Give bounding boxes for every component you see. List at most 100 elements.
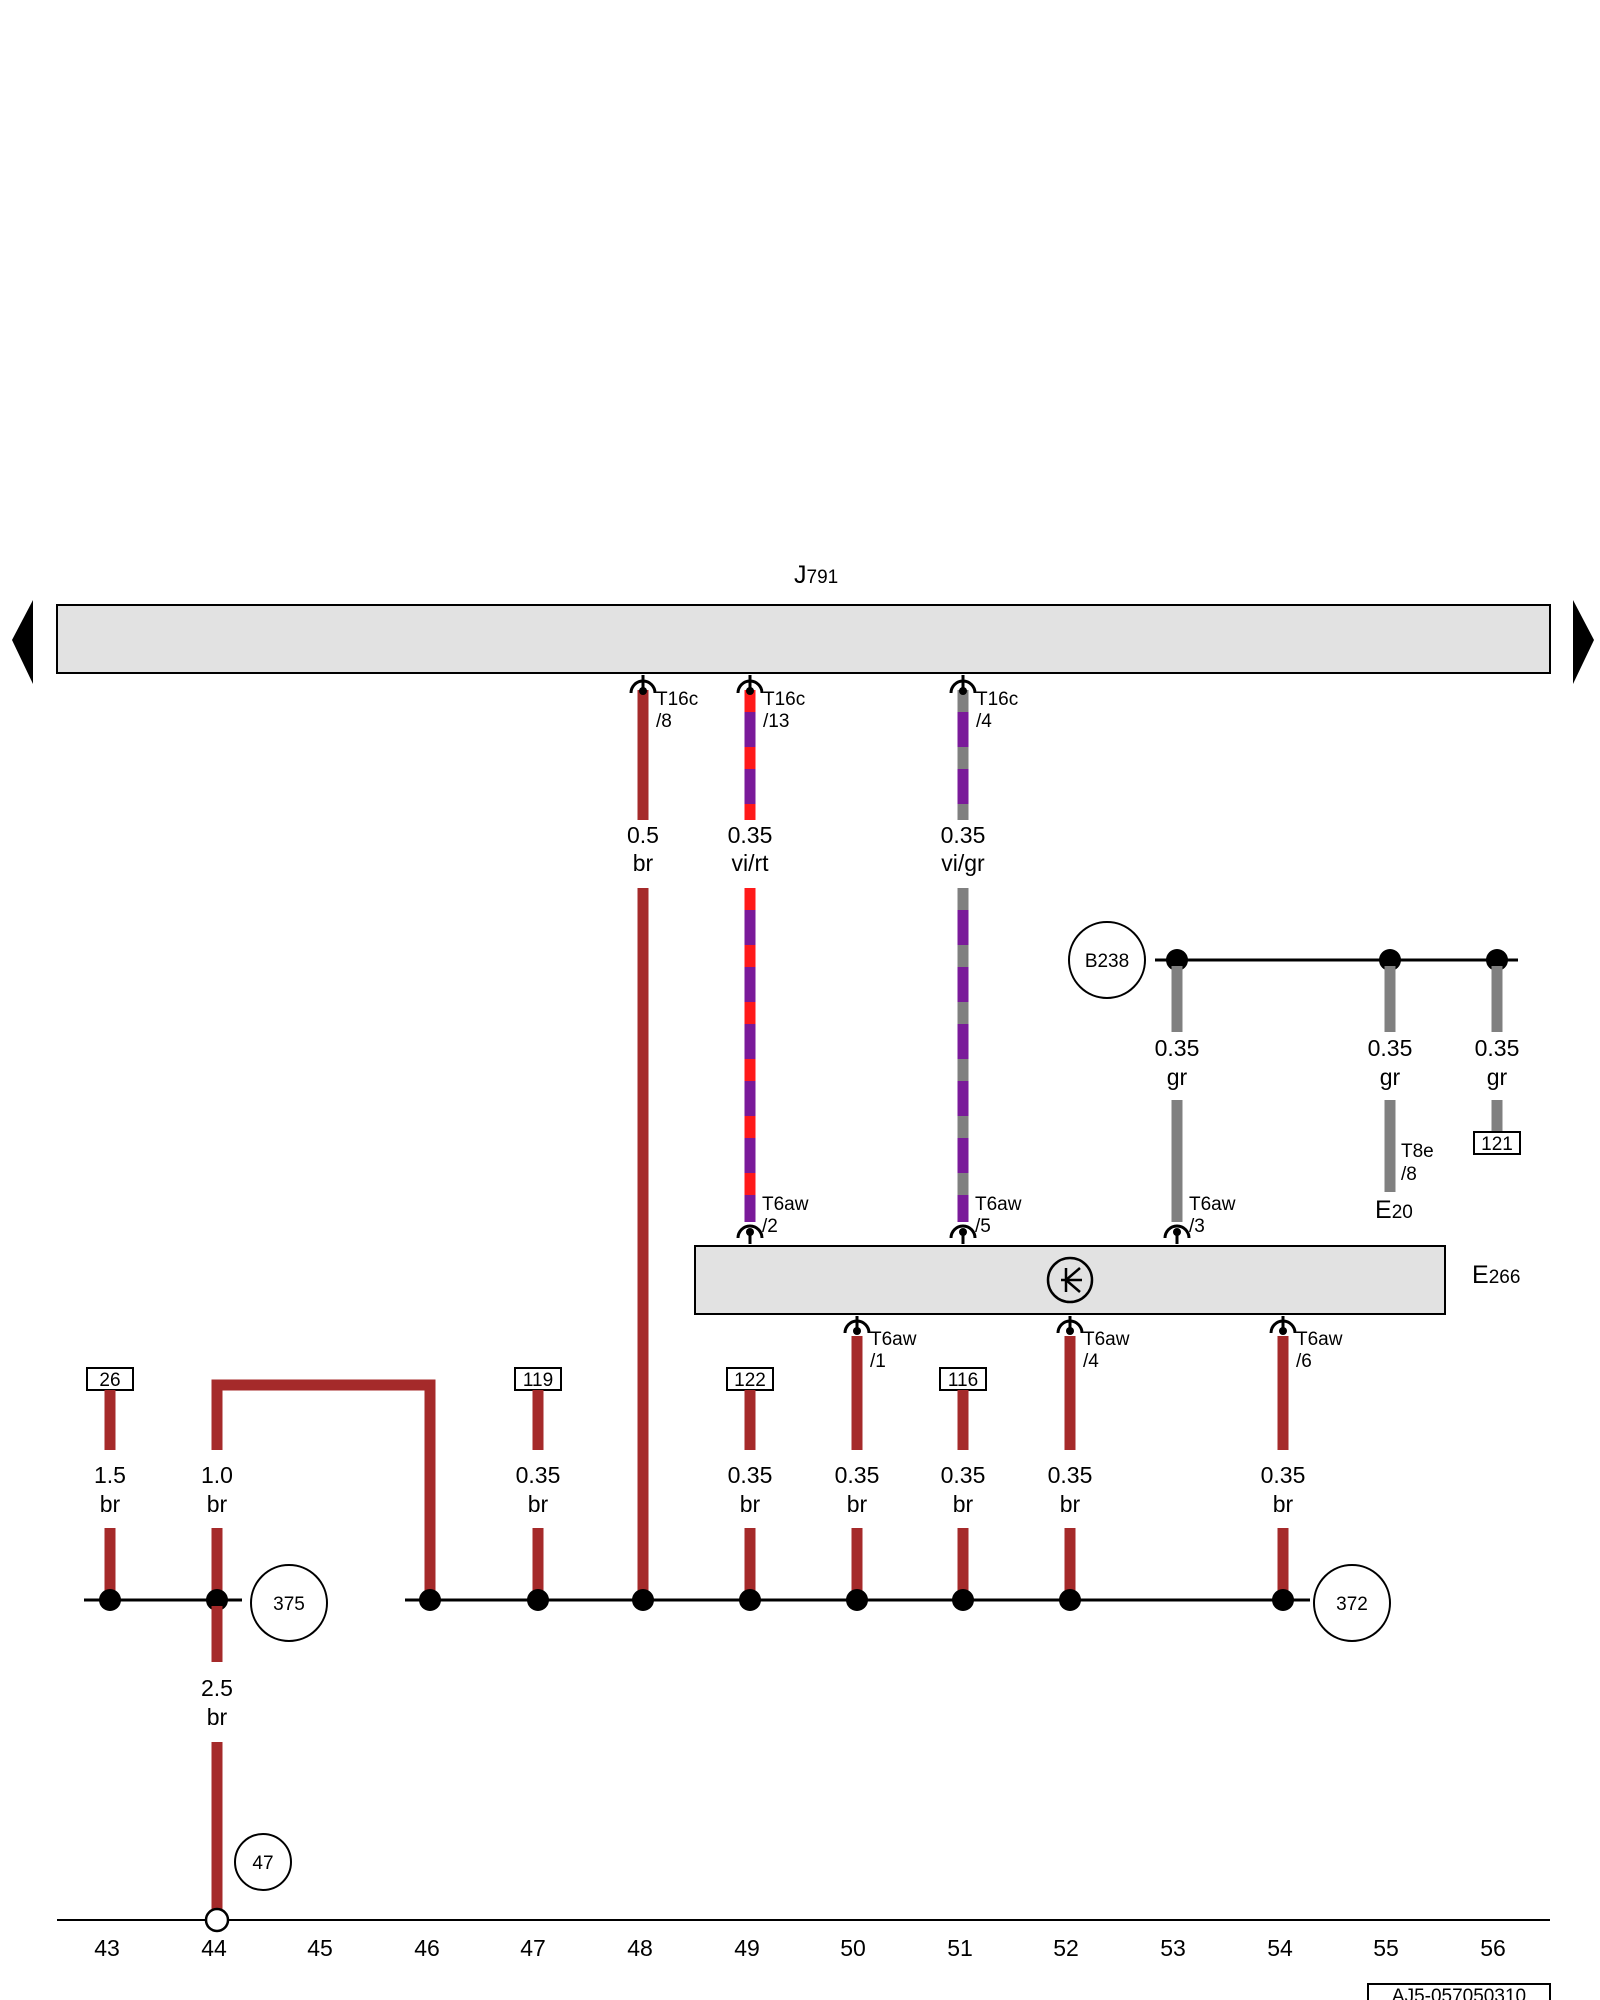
grid-number: 54	[1267, 1935, 1293, 1961]
wire-53-gauge: 0.35	[1155, 1035, 1200, 1061]
t8e-connector-label: T8e	[1401, 1141, 1434, 1162]
ground-bus-372: 372	[405, 1564, 1391, 1642]
wire-52-gauge: 0.35	[1048, 1462, 1093, 1488]
ref-box-121-label: 121	[1481, 1134, 1513, 1155]
svg-text:/4: /4	[976, 711, 992, 732]
wire-51-bottom-gauge: 0.35	[941, 1462, 986, 1488]
svg-text:/13: /13	[763, 711, 789, 732]
wire-43: 26 1.5 br	[86, 1367, 134, 1600]
splice-node	[1272, 1589, 1294, 1611]
e266-label: E266	[1472, 1261, 1520, 1289]
t8e-pin-label: /8	[1401, 1164, 1417, 1185]
wire-55-color: gr	[1380, 1064, 1401, 1090]
ground-connection-372	[1313, 1564, 1391, 1642]
connector-t16c-13: T16c /13	[736, 675, 805, 732]
footer-code: AJ5-057050310	[1367, 1983, 1551, 2000]
e20-label: E20	[1375, 1196, 1413, 1224]
grid-number: 44	[201, 1935, 227, 1961]
wire-51-bottom-color: br	[953, 1491, 974, 1517]
grid-numbers: 43 44 45 46 47 48 49 50 51 52 53 54 55 5…	[94, 1935, 1506, 1961]
connector-t6aw-6: T6aw /6	[1269, 1316, 1343, 1372]
splice-node	[206, 1589, 228, 1611]
j791-housing	[56, 604, 1551, 674]
wire-44-ground-color: br	[207, 1704, 228, 1730]
wire-44-ground: 2.5 br 47	[201, 1606, 292, 1910]
wire-51-ground: 116 0.35 br	[939, 1367, 987, 1600]
grid-number: 51	[947, 1935, 973, 1961]
j791-label: J791	[794, 561, 838, 589]
wire-48: 0.5 br	[627, 690, 659, 1600]
grid-number: 49	[734, 1935, 760, 1961]
wire-43-gauge: 1.5	[94, 1462, 126, 1488]
svg-text:T6aw: T6aw	[1189, 1194, 1236, 1215]
svg-text:T16c: T16c	[976, 689, 1018, 710]
j791-module: J791	[12, 561, 1594, 684]
wire-54-color: br	[1273, 1491, 1294, 1517]
wire-48-gauge: 0.5	[627, 822, 659, 848]
splice-node	[952, 1589, 974, 1611]
wire-49-top-gauge: 0.35	[728, 822, 773, 848]
svg-text:/2: /2	[762, 1216, 778, 1237]
baseline	[57, 1907, 1550, 1933]
svg-text:/6: /6	[1296, 1351, 1312, 1372]
wire-53: 0.35 gr	[1155, 966, 1200, 1222]
wire-50-color: br	[847, 1491, 868, 1517]
splice-node	[527, 1589, 549, 1611]
wire-56: 0.35 gr 121	[1473, 966, 1521, 1155]
e266-module: E266	[694, 1245, 1520, 1315]
b238-bus: B238	[1068, 921, 1518, 999]
splice-node	[632, 1589, 654, 1611]
connector-t6aw-5: T6aw /5	[949, 1194, 1022, 1244]
wire-44-gauge: 1.0	[201, 1462, 233, 1488]
wire-54: 0.35 br	[1261, 1336, 1306, 1600]
b238-label: B238	[1085, 951, 1129, 972]
wire-49-bottom-color: br	[740, 1491, 761, 1517]
grid-number: 45	[307, 1935, 333, 1961]
grid-number: 52	[1053, 1935, 1079, 1961]
grid-number: 50	[840, 1935, 866, 1961]
splice-node	[1059, 1589, 1081, 1611]
splice-node	[739, 1589, 761, 1611]
ref-box-122-label: 122	[734, 1370, 766, 1391]
wire-54-gauge: 0.35	[1261, 1462, 1306, 1488]
grid-number: 43	[94, 1935, 120, 1961]
wire-53-color: gr	[1167, 1064, 1188, 1090]
wire-56-gauge: 0.35	[1475, 1035, 1520, 1061]
connector-t16c-4: T16c /4	[949, 675, 1018, 732]
wire-51-top-color: vi/gr	[941, 850, 985, 876]
wire-52-color: br	[1060, 1491, 1081, 1517]
wire-50: 0.35 br	[835, 1336, 879, 1600]
grid-number: 48	[627, 1935, 653, 1961]
wire-51-top-gauge: 0.35	[941, 822, 986, 848]
wire-49-bottom-gauge: 0.35	[728, 1462, 773, 1488]
ref-box-121	[1473, 1131, 1521, 1155]
wire-49-signal: 0.35 vi/rt	[728, 690, 773, 1222]
ground-terminal	[204, 1907, 230, 1933]
wire-47-color: br	[528, 1491, 549, 1517]
wire-56-color: gr	[1487, 1064, 1508, 1090]
svg-text:/5: /5	[975, 1216, 991, 1237]
splice-node	[419, 1589, 441, 1611]
wire-51-signal: 0.35 vi/gr	[941, 690, 986, 1222]
svg-text:T16c: T16c	[656, 689, 698, 710]
ref-box-116-label: 116	[948, 1370, 978, 1391]
footer-code-label: AJ5-057050310	[1392, 1986, 1526, 2000]
grid-number: 56	[1480, 1935, 1506, 1961]
connector-t6aw-2: T6aw /2	[736, 1194, 809, 1244]
grid-number: 46	[414, 1935, 440, 1961]
ref-box-26-label: 26	[99, 1370, 120, 1391]
wire-55-gauge: 0.35	[1368, 1035, 1413, 1061]
svg-text:T6aw: T6aw	[870, 1329, 917, 1350]
grid-number: 47	[520, 1935, 546, 1961]
svg-text:T6aw: T6aw	[975, 1194, 1022, 1215]
wire-44: 1.0 br	[201, 1379, 436, 1600]
ground-point-47	[234, 1833, 292, 1891]
svg-text:/1: /1	[870, 1351, 886, 1372]
splice-node	[1486, 949, 1508, 971]
wire-55: 0.35 gr T8e /8 E20	[1368, 966, 1434, 1224]
push-button-icon	[1046, 1256, 1094, 1304]
wire-44-ground-gauge: 2.5	[201, 1675, 233, 1701]
connector-t6aw-1: T6aw /1	[843, 1316, 917, 1372]
splice-node	[99, 1589, 121, 1611]
ground-connection-375	[250, 1564, 328, 1642]
